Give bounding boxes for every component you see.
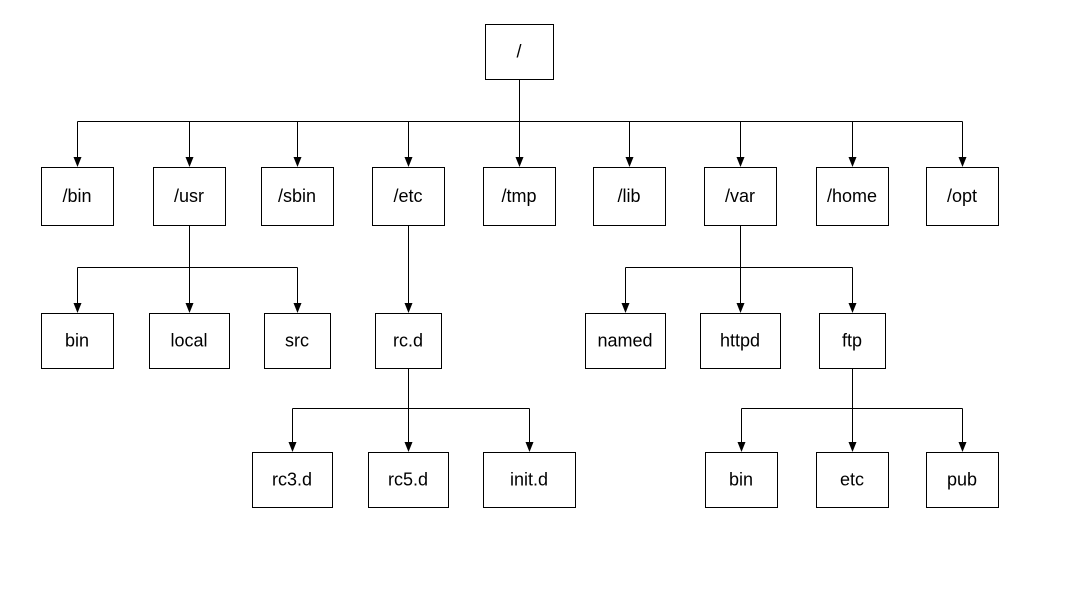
tree-nodes: / /bin/usr bin local src/sbin/etc rc.d rc3.d rc… <box>41 24 999 508</box>
node-box <box>593 167 666 226</box>
node-box <box>483 167 556 226</box>
node-box <box>375 313 442 369</box>
tree-node-root-usr: /usr <box>153 167 226 226</box>
node-label: pub <box>947 470 977 490</box>
arrowhead <box>958 157 967 167</box>
node-label: / <box>516 42 521 62</box>
tree-node-root-var: /var <box>704 167 777 226</box>
arrowhead <box>737 442 746 452</box>
node-label: named <box>597 331 652 351</box>
tree-node-src: src <box>264 313 331 369</box>
node-label: ftp <box>842 331 862 351</box>
tree-node-init-d: init.d <box>483 452 576 508</box>
node-box <box>261 167 334 226</box>
arrowhead <box>621 303 630 313</box>
node-label: bin <box>65 331 89 351</box>
tree-connectors <box>73 79 967 452</box>
tree-node-httpd: httpd <box>700 313 781 369</box>
tree-node-rc-d: rc.d <box>375 313 442 369</box>
arrowhead <box>958 442 967 452</box>
node-label: /sbin <box>278 186 316 206</box>
node-box <box>368 452 449 508</box>
arrowhead <box>185 157 194 167</box>
arrowhead <box>625 157 634 167</box>
node-box <box>700 313 781 369</box>
node-box <box>485 24 554 80</box>
node-box <box>816 452 889 508</box>
node-box <box>926 167 999 226</box>
node-label: init.d <box>510 470 548 490</box>
arrowhead <box>848 303 857 313</box>
tree-node-root-lib: /lib <box>593 167 666 226</box>
node-box <box>705 452 778 508</box>
node-label: local <box>170 331 207 351</box>
node-label: /bin <box>62 186 91 206</box>
node-box <box>153 167 226 226</box>
node-box <box>41 167 114 226</box>
tree-node-etc: etc <box>816 452 889 508</box>
tree-node-ftp: ftp <box>819 313 886 369</box>
node-label: rc3.d <box>272 470 312 490</box>
tree-node-pub: pub <box>926 452 999 508</box>
tree-node-bin: bin <box>705 452 778 508</box>
tree-node-root-home: /home <box>816 167 889 226</box>
arrowhead <box>848 157 857 167</box>
arrowhead <box>404 303 413 313</box>
arrowhead <box>515 157 524 167</box>
node-label: /home <box>827 186 877 206</box>
node-label: /tmp <box>501 186 536 206</box>
node-label: /var <box>725 186 755 206</box>
tree-node-local: local <box>149 313 230 369</box>
arrowhead <box>73 303 82 313</box>
node-box <box>704 167 777 226</box>
node-box <box>149 313 230 369</box>
node-label: /opt <box>947 186 977 206</box>
node-box <box>819 313 886 369</box>
tree-node-root: / <box>485 24 554 80</box>
node-label: httpd <box>720 331 760 351</box>
arrowhead <box>185 303 194 313</box>
arrowhead <box>736 303 745 313</box>
node-box <box>372 167 445 226</box>
tree-node-rc3-d: rc3.d <box>252 452 333 508</box>
arrowhead <box>525 442 534 452</box>
tree-node-root-opt: /opt <box>926 167 999 226</box>
arrowhead <box>736 157 745 167</box>
arrowhead <box>73 157 82 167</box>
node-label: bin <box>729 470 753 490</box>
tree-node-root-tmp: /tmp <box>483 167 556 226</box>
tree-node-bin: bin <box>41 313 114 369</box>
node-box <box>585 313 666 369</box>
arrowhead <box>404 442 413 452</box>
tree-node-root-bin: /bin <box>41 167 114 226</box>
arrowhead <box>293 157 302 167</box>
node-box <box>264 313 331 369</box>
tree-node-rc5-d: rc5.d <box>368 452 449 508</box>
tree-node-root-sbin: /sbin <box>261 167 334 226</box>
tree-node-named: named <box>585 313 666 369</box>
arrowhead <box>288 442 297 452</box>
arrowhead <box>848 442 857 452</box>
arrowhead <box>293 303 302 313</box>
node-label: src <box>285 331 309 351</box>
arrowhead <box>404 157 413 167</box>
node-label: etc <box>840 470 864 490</box>
node-label: rc.d <box>393 331 423 351</box>
tree-node-root-etc: /etc <box>372 167 445 226</box>
node-box <box>41 313 114 369</box>
node-label: /usr <box>174 186 204 206</box>
node-label: /etc <box>393 186 422 206</box>
node-box <box>483 452 576 508</box>
node-box <box>252 452 333 508</box>
node-label: rc5.d <box>388 470 428 490</box>
node-box <box>816 167 889 226</box>
node-label: /lib <box>617 186 640 206</box>
node-box <box>926 452 999 508</box>
